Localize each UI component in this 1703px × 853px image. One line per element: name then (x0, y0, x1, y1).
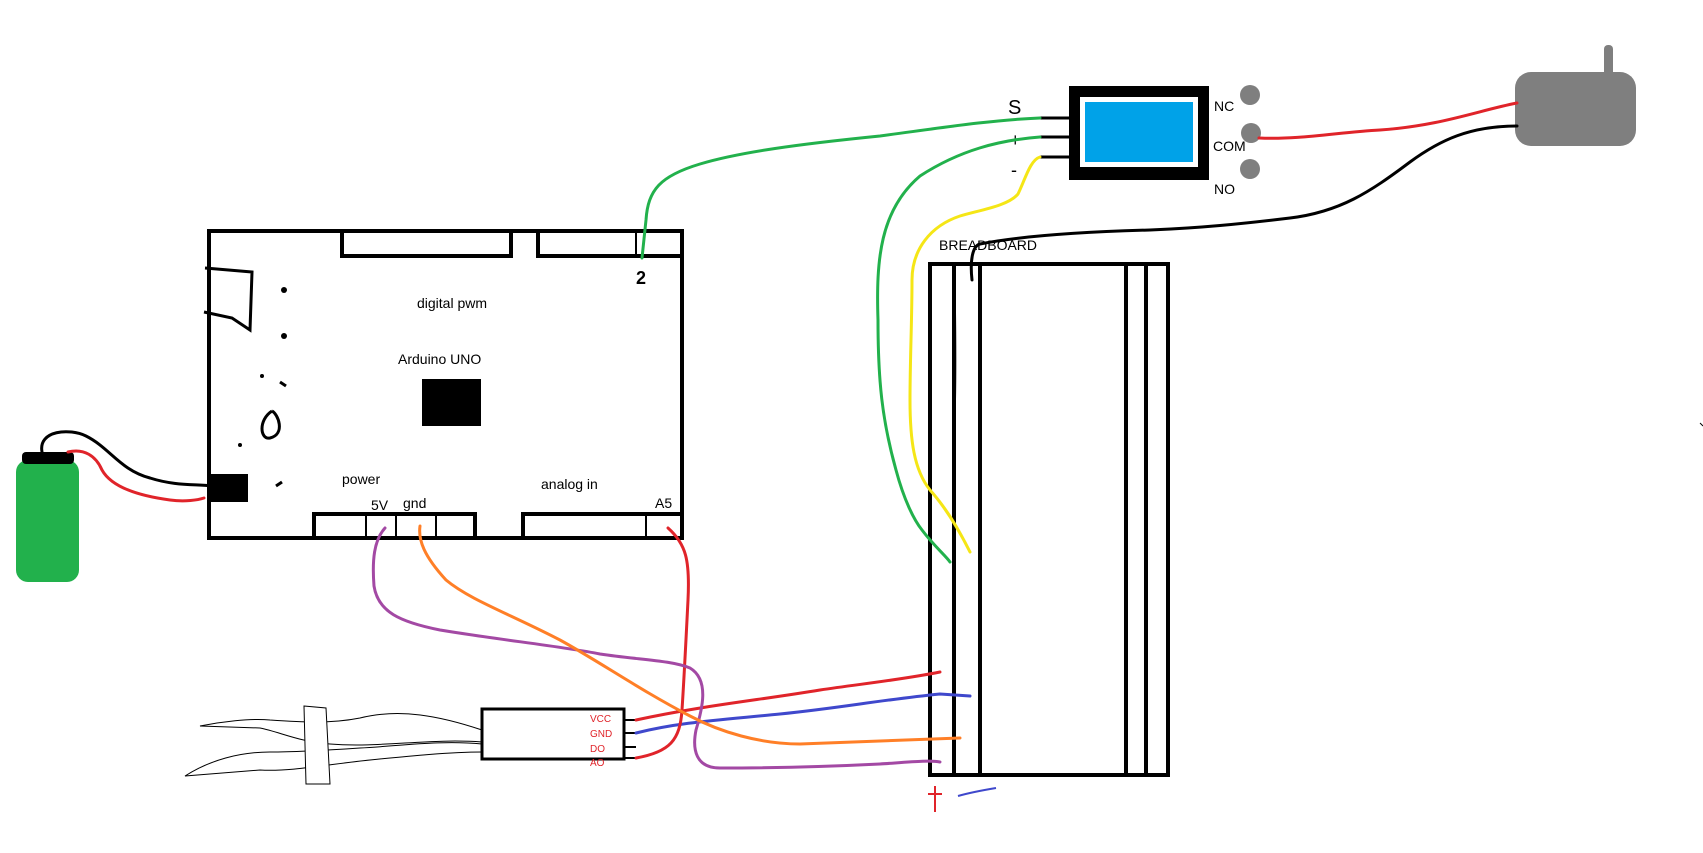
sensor-vcc-wire (634, 670, 942, 722)
sensor-gnd-wire (634, 692, 972, 735)
nc-terminal (1240, 85, 1260, 105)
arduino-uno-label: Arduino UNO (398, 351, 481, 367)
relay-signal-wire (640, 116, 1042, 260)
soil-probe-icon (184, 705, 483, 785)
pin-2-label: 2 (636, 268, 646, 288)
power-5v-wire (371, 526, 942, 770)
power-gnd-wire (418, 524, 962, 746)
usb-port (203, 266, 254, 333)
reset-button (260, 409, 281, 440)
relay-screen (1085, 102, 1193, 162)
relay-gnd-wire (908, 155, 1042, 554)
breadboard-label: BREADBOARD (939, 237, 1037, 253)
power-header (312, 512, 477, 540)
battery-black-wire (40, 430, 214, 488)
pump-red-wire (1257, 101, 1519, 140)
relay-nc-label: NC (1214, 98, 1234, 114)
sensor-gnd-label: GND (590, 729, 612, 740)
sensor-ao-wire (634, 526, 690, 760)
relay-module (1040, 85, 1261, 180)
marker-blue-stroke (957, 787, 997, 797)
com-terminal (1241, 123, 1261, 143)
pin-a5-label: A5 (655, 495, 672, 511)
rail-black-wire (952, 262, 957, 422)
power-label: power (342, 471, 380, 487)
digital-pwm-label: digital pwm (417, 295, 487, 311)
battery-icon (16, 452, 79, 582)
no-terminal (1240, 159, 1260, 179)
pin-gnd-label: gnd (403, 495, 426, 511)
pump-black-wire (969, 124, 1519, 282)
marker-red-cross (928, 786, 942, 812)
relay-pin-minus-label: - (1011, 160, 1017, 180)
relay-vcc-wire (876, 135, 1042, 564)
relay-com-label: COM (1213, 138, 1246, 154)
pin-5v-label: 5V (371, 497, 389, 513)
battery-red-wire (66, 449, 206, 503)
microcontroller-chip (422, 379, 481, 426)
sensor-module (480, 707, 636, 761)
sensor-do-label: DO (590, 744, 605, 755)
digital-header-left (340, 229, 513, 258)
analog-header (521, 512, 684, 540)
relay-pin-s-label: S (1008, 97, 1021, 119)
sensor-ao-label: AO (590, 758, 605, 769)
digital-header-right (536, 229, 684, 258)
power-jack (210, 474, 248, 502)
relay-no-label: NO (1214, 181, 1235, 197)
sensor-vcc-label: VCC (590, 714, 611, 725)
arduino-board (203, 229, 684, 540)
water-pump-icon (1515, 45, 1636, 146)
breadboard (928, 262, 1170, 777)
analog-in-label: analog in (541, 476, 598, 492)
